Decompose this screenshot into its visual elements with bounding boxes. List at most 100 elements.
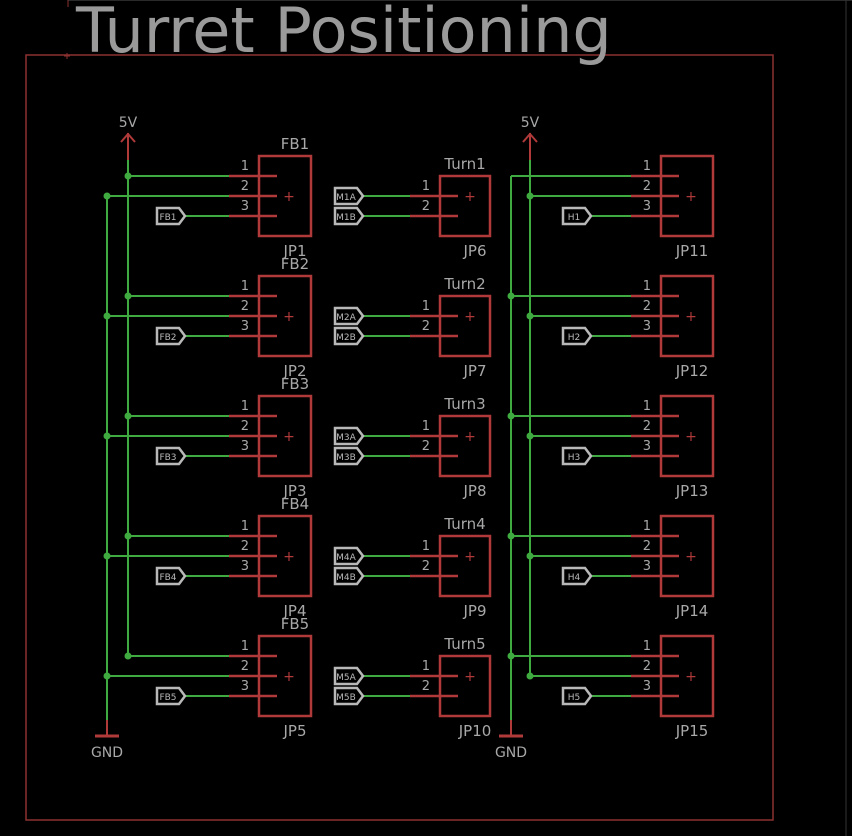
mid-net-label-a-flag <box>333 306 365 326</box>
mid-connector-name: Turn3 <box>443 395 485 413</box>
right-connector-5-pin-number: 2 <box>643 659 651 674</box>
left-connector-5-pin-number: 3 <box>241 679 249 694</box>
mid-connector-3-body <box>438 414 492 478</box>
schematic-title: Turret Positioning <box>75 0 612 67</box>
right-net-label-flag <box>561 686 593 706</box>
mid-net-label-a-flag <box>333 666 365 686</box>
right-connector-designator: JP13 <box>675 482 709 500</box>
mid-net-label-b-flag <box>333 446 365 466</box>
left-5v-junction <box>124 652 132 660</box>
right-net-label-text: H4 <box>568 573 581 583</box>
right-5v-junction <box>526 312 534 320</box>
left-connector-1-polarity-mark: + <box>283 189 295 205</box>
mid-connector-5-pin-number: 1 <box>422 659 430 674</box>
right-connector-5-pin-number: 3 <box>643 679 651 694</box>
right-connector-4-pin-number: 3 <box>643 559 651 574</box>
left-5v-junction <box>124 292 132 300</box>
left-connector-name: FB5 <box>281 615 309 633</box>
left-connector-3-pin-number: 3 <box>241 439 249 454</box>
right-connector-2-pin-number: 3 <box>643 319 651 334</box>
right-connector-designator: JP14 <box>675 602 709 620</box>
right-5v-junction <box>526 672 534 680</box>
mid-connector-5-pin-number: 2 <box>422 679 430 694</box>
mid-connector-designator: JP10 <box>458 722 492 740</box>
left-connector-4-polarity-mark: + <box>283 549 295 565</box>
right-connector-designator: JP15 <box>675 722 709 740</box>
left-connector-2-pin-number: 3 <box>241 319 249 334</box>
left-connector-1-pin-number: 3 <box>241 199 249 214</box>
right-connector-5-polarity-mark: + <box>685 669 697 685</box>
left-connector-name: FB4 <box>281 495 309 513</box>
mid-net-label-a-flag <box>333 546 365 566</box>
left-supply-arrow <box>120 132 136 143</box>
right-gnd-junction <box>507 412 515 420</box>
right-net-label-flag <box>561 206 593 226</box>
left-connector-2-polarity-mark: + <box>283 309 295 325</box>
left-gnd-junction <box>103 552 111 560</box>
schematic-frame <box>25 0 852 836</box>
right-5v-junction <box>526 552 534 560</box>
right-connector-1-pin-number: 2 <box>643 179 651 194</box>
left-gnd-junction <box>103 432 111 440</box>
right-5v-junction <box>526 432 534 440</box>
right-connector-1-pin-number: 3 <box>643 199 651 214</box>
right-connector-3-pin-number: 3 <box>643 439 651 454</box>
mid-net-label-a-text: M4A <box>336 553 356 563</box>
left-gnd-junction <box>103 672 111 680</box>
right-net-label-flag <box>561 326 593 346</box>
right-connector-2-pin-number: 1 <box>643 279 651 294</box>
left-connector-5-pin-number: 1 <box>241 639 249 654</box>
right-gnd-junction <box>507 532 515 540</box>
left-supply-label: 5V <box>119 115 138 131</box>
left-net-label-text: FB1 <box>159 213 176 223</box>
mid-connector-4-pin-number: 2 <box>422 559 430 574</box>
right-net-label-flag <box>561 446 593 466</box>
mid-connector-1-polarity-mark: + <box>464 189 476 205</box>
mid-net-label-b-flag <box>333 326 365 346</box>
right-gnd-junction <box>507 652 515 660</box>
mid-connector-1-body <box>438 174 492 238</box>
left-connector-1-pin-number: 1 <box>241 159 249 174</box>
left-5v-junction <box>124 412 132 420</box>
mid-net-label-a-text: M3A <box>336 433 356 443</box>
right-connector-4-pin-number: 1 <box>643 519 651 534</box>
left-connector-4-pin-number: 3 <box>241 559 249 574</box>
right-connector-3-pin-number: 1 <box>643 399 651 414</box>
left-connector-designator: JP5 <box>282 722 306 740</box>
left-connector-3-pin-number: 2 <box>241 419 249 434</box>
mid-connector-name: Turn5 <box>443 635 485 653</box>
left-net-label-text: FB5 <box>159 693 176 703</box>
left-net-label-text: FB4 <box>159 573 176 583</box>
mid-connector-3-pin-number: 2 <box>422 439 430 454</box>
mid-connector-4-pin-number: 1 <box>422 539 430 554</box>
right-supply-arrow <box>522 132 538 143</box>
left-gnd-junction <box>103 192 111 200</box>
right-5v-junction <box>526 192 534 200</box>
mid-net-label-a-flag <box>333 426 365 446</box>
left-connector-5-polarity-mark: + <box>283 669 295 685</box>
mid-connector-2-pin-number: 1 <box>422 299 430 314</box>
right-gnd-junction <box>507 292 515 300</box>
left-gnd-junction <box>103 312 111 320</box>
left-connector-designator: JP3 <box>282 482 306 500</box>
mid-connector-5-body <box>438 654 492 718</box>
left-connector-4-pin-number: 2 <box>241 539 249 554</box>
left-connector-1-pin-number: 2 <box>241 179 249 194</box>
left-connector-2-pin-number: 1 <box>241 279 249 294</box>
left-connector-2-pin-number: 2 <box>241 299 249 314</box>
right-connector-4-pin-number: 2 <box>643 539 651 554</box>
left-connector-designator: JP1 <box>282 242 306 260</box>
mid-net-label-b-flag <box>333 206 365 226</box>
drawing-frame <box>25 54 774 821</box>
mid-connector-1-pin-number: 1 <box>422 179 430 194</box>
mid-connector-name: Turn4 <box>443 515 485 533</box>
right-connector-4-polarity-mark: + <box>685 549 697 565</box>
left-connector-designator: JP4 <box>282 602 306 620</box>
right-net-label-text: H3 <box>568 453 581 463</box>
mid-connector-designator: JP8 <box>462 482 486 500</box>
mid-connector-designator: JP6 <box>462 242 486 260</box>
right-connector-3-pin-number: 2 <box>643 419 651 434</box>
mid-connector-4-body <box>438 534 492 598</box>
right-ground-label: GND <box>495 745 527 761</box>
mid-net-label-b-flag <box>333 686 365 706</box>
